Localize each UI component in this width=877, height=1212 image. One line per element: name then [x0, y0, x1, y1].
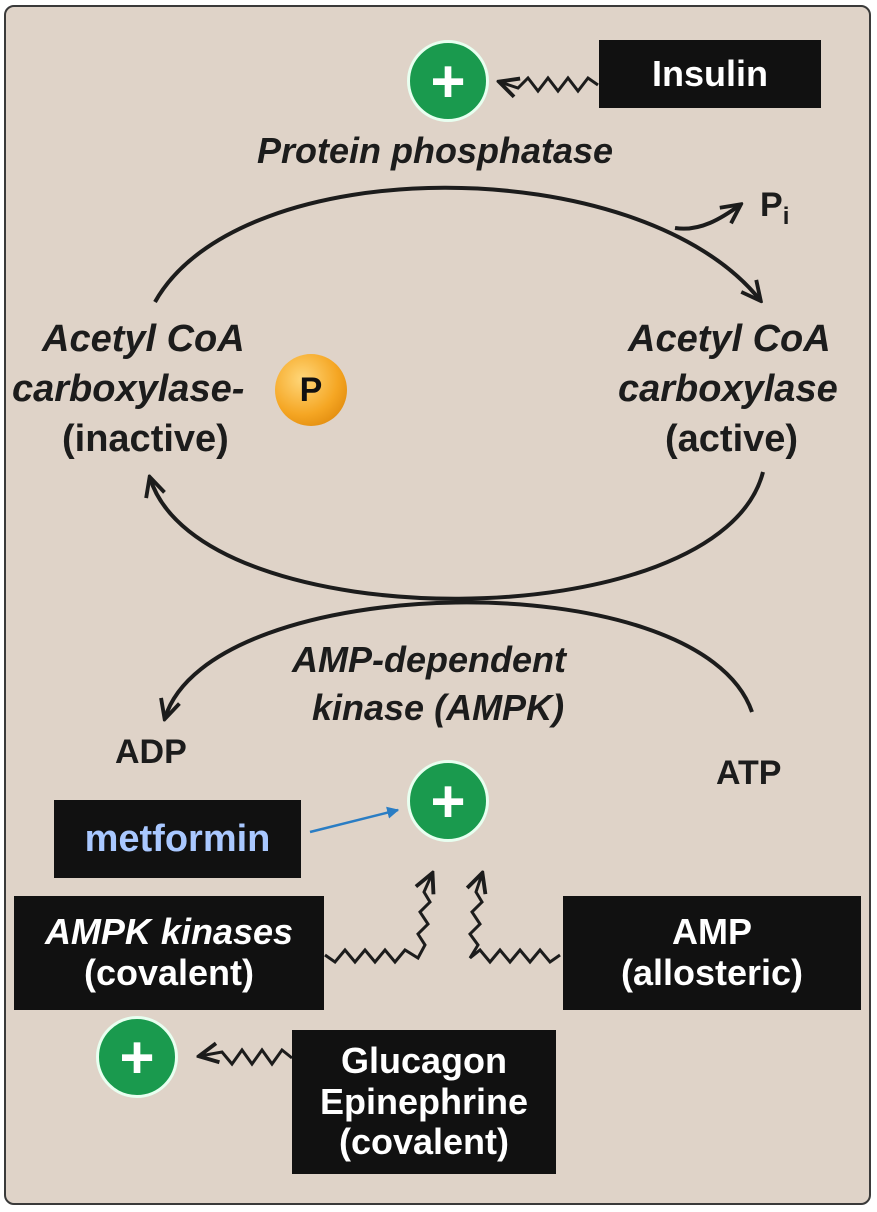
active-enzyme-line2: carboxylase [618, 368, 838, 410]
phosphatase-arc [153, 185, 760, 302]
active-enzyme-state: (active) [665, 418, 799, 460]
phosphate-icon: P [275, 354, 347, 426]
pi-label: Pi [760, 186, 789, 231]
ampk-kinases-line2: (covalent) [83, 952, 255, 993]
inactive-enzyme-state: (inactive) [62, 418, 229, 460]
protein-phosphatase-label: Protein phosphatase [257, 130, 614, 171]
amp-line1: AMP [672, 911, 752, 953]
ampk-arc [150, 471, 765, 601]
ampk-kinases-line1: AMPK kinases [44, 911, 294, 953]
pi-release-arrow [674, 205, 740, 231]
glucagon-line1: Glucagon [340, 1039, 507, 1081]
amp-line2: (allosteric) [620, 952, 804, 993]
inactive-enzyme-line2: carboxylase- [12, 368, 245, 410]
amp-squiggle [470, 874, 561, 965]
amp-box: AMP (allosteric) [563, 896, 861, 1010]
pi-subscript: i [782, 202, 790, 230]
ampk-line1: AMP-dependent [292, 639, 566, 680]
insulin-plus-icon: + [407, 40, 489, 122]
ampk-kinases-squiggle [324, 874, 432, 965]
ampk-plus-icon: + [407, 760, 489, 842]
ampk-line2: kinase (AMPK) [312, 687, 565, 728]
metformin-box: metformin [54, 800, 301, 878]
atp-label: ATP [716, 754, 782, 792]
glucagon-box: Glucagon Epinephrine (covalent) [292, 1030, 556, 1174]
metformin-label: metformin [84, 817, 271, 860]
pi-main: P [760, 186, 783, 224]
inactive-enzyme-line1: Acetyl CoA [42, 318, 245, 360]
ampk-kinases-box: AMPK kinases (covalent) [14, 896, 324, 1010]
glucagon-plus-icon: + [96, 1016, 178, 1098]
glucagon-line2: Epinephrine [319, 1080, 529, 1122]
glucagon-line3: (covalent) [338, 1121, 510, 1163]
phosphate-label: P [299, 370, 323, 409]
active-enzyme-line1: Acetyl CoA [628, 318, 831, 360]
metformin-arrow [309, 806, 400, 834]
glucagon-squiggle [200, 1050, 293, 1067]
adp-label: ADP [115, 733, 187, 771]
insulin-label: Insulin [652, 52, 768, 94]
atp-adp-arc [165, 600, 754, 718]
insulin-box: Insulin [599, 40, 821, 108]
insulin-squiggle [500, 75, 599, 91]
